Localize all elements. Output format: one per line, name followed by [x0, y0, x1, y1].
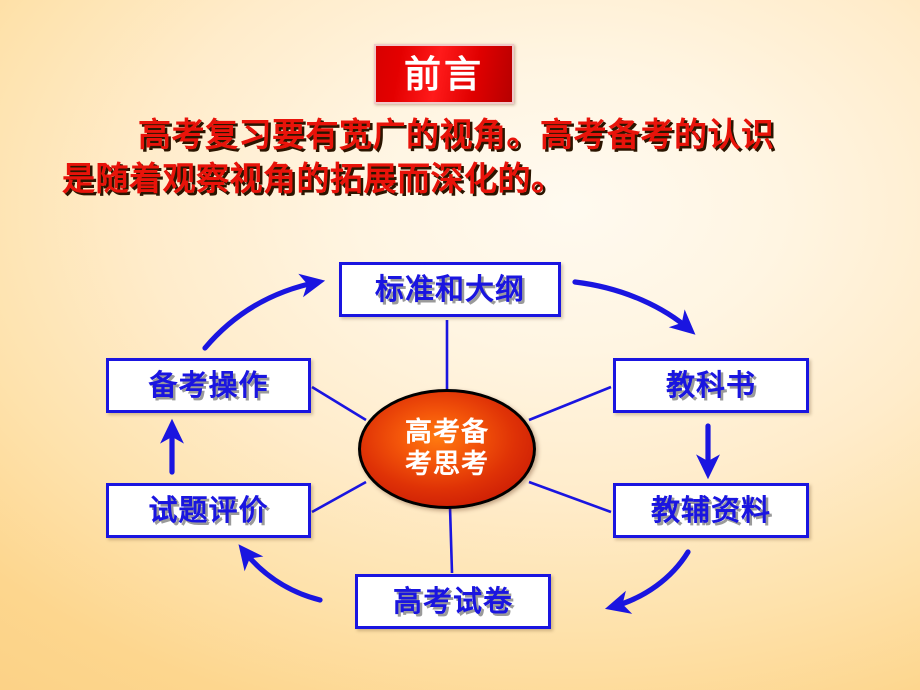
- body-text-line-2: 是随着观察视角的拓展而深化的。: [62, 158, 565, 198]
- arrow-top-to-right-upper: [572, 279, 696, 335]
- body-text-line-1: 高考复习要有宽广的视角。高考备考的认识: [138, 115, 775, 154]
- diagram-node-label: 试题评价: [148, 493, 269, 527]
- diagram-center-hub[interactable]: 高考备 考思考: [358, 389, 536, 509]
- diagram-node-textbook[interactable]: 教科书: [613, 358, 809, 413]
- center-hub-line-2: 考思考: [405, 449, 489, 480]
- diagram-node-label: 标准和大纲: [374, 272, 525, 306]
- diagram-node-standards[interactable]: 标准和大纲: [339, 262, 561, 317]
- diagram-node-preparation-operations[interactable]: 备考操作: [106, 358, 311, 413]
- spoke-to-left-lower: [311, 480, 367, 514]
- center-hub-line-1: 高考备: [405, 417, 489, 449]
- spoke-to-left-upper: [311, 385, 367, 422]
- diagram-node-supplementary-materials[interactable]: 教辅资料: [613, 483, 809, 538]
- spoke-to-right-lower: [528, 480, 612, 514]
- diagram-node-label: 高考试卷: [392, 584, 513, 618]
- spoke-lines: [311, 320, 612, 574]
- arrow-left-upper-to-top: [202, 273, 326, 351]
- diagram-node-label: 备考操作: [148, 368, 269, 402]
- spoke-to-right-upper: [528, 385, 612, 422]
- diagram-node-question-evaluation[interactable]: 试题评价: [106, 483, 311, 538]
- diagram-node-label: 教辅资料: [650, 493, 771, 527]
- diagram-node-label: 教科书: [665, 368, 756, 402]
- diagram-node-exam-papers[interactable]: 高考试卷: [355, 574, 551, 629]
- cycle-diagram: 标准和大纲 教科书 教辅资料 高考试卷 试题评价 备考操作 高考备 考思考: [0, 230, 920, 690]
- spoke-to-bottom: [448, 506, 454, 574]
- cycle-arrows: [160, 273, 720, 614]
- slide-body-text: 高考复习要有宽广的视角。高考备考的认识 是随着观察视角的拓展而深化的。: [62, 113, 862, 200]
- arrow-bottom-to-left-lower: [238, 544, 323, 603]
- diagram-connectors: [160, 273, 720, 614]
- arrow-right-lower-to-bottom: [604, 549, 691, 614]
- slide-title-badge: 前言: [374, 44, 514, 104]
- slide-title-text: 前言: [404, 52, 484, 96]
